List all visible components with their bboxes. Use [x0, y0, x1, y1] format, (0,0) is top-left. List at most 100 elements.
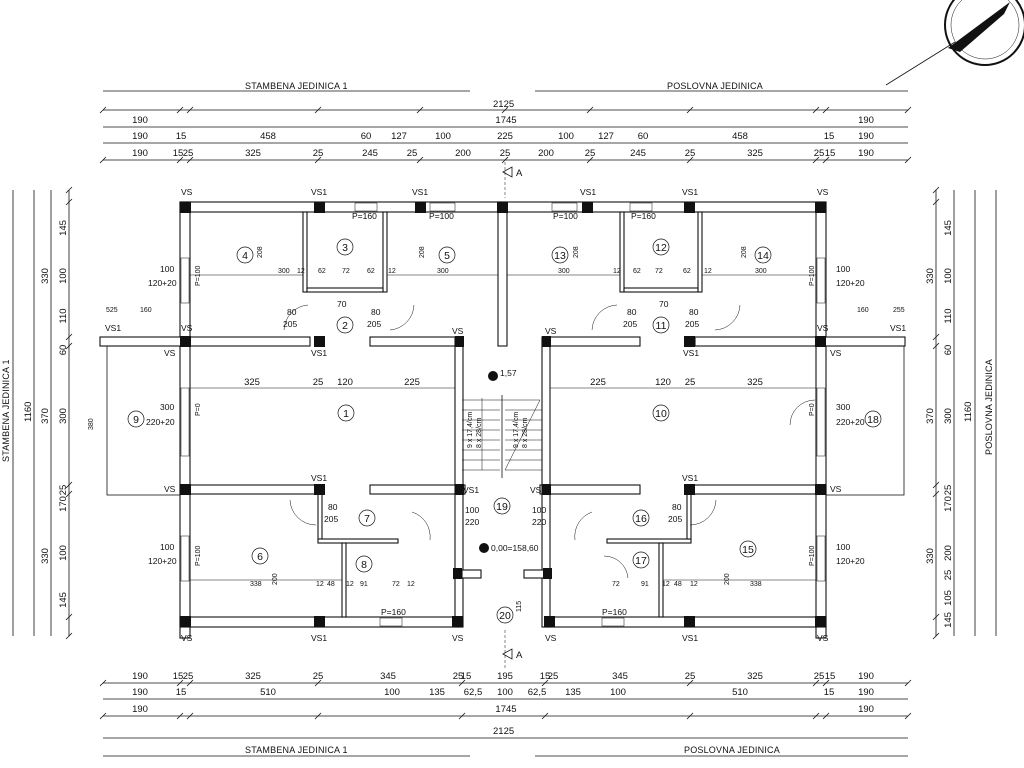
dimension-value: 345 [380, 671, 396, 682]
parapet-label: P=100 [429, 211, 454, 221]
room-width: 338 [250, 581, 262, 588]
dimension-tick [65, 632, 73, 640]
dimension-value: 15 [825, 148, 836, 159]
dimension-tick [314, 679, 322, 687]
room-number: 4 [242, 250, 248, 262]
dimension-value: 15 [824, 131, 835, 142]
room-width: 338 [750, 581, 762, 588]
dimension-value: 458 [732, 131, 748, 142]
dimension-tick [932, 613, 940, 621]
vs-tag: VS [164, 348, 176, 358]
door-height: 205 [283, 319, 297, 329]
dimension-value: 62,5 [464, 687, 483, 698]
dimension-value: 325 [245, 671, 261, 682]
dimension-value: 345 [612, 671, 628, 682]
room-number: 1 [343, 408, 349, 420]
parapet-label: P=160 [631, 211, 656, 221]
vs-tag: VS [545, 633, 557, 643]
room-number-circle [754, 246, 772, 264]
dimension-tick [932, 481, 940, 489]
small-dim: 12 [613, 268, 621, 275]
dimension-value: 370 [40, 408, 51, 424]
vs1-tag: VS1 [682, 187, 698, 197]
dimension-value: 62,5 [528, 687, 547, 698]
dimension-value: 510 [732, 687, 748, 698]
dimension-tick [65, 613, 73, 621]
dimension-tick [812, 712, 820, 720]
window-width: 100 [160, 542, 174, 552]
dimension-value: 25 [313, 377, 324, 388]
dimension-tick [99, 106, 107, 114]
vs-tag: VS [830, 348, 842, 358]
room-height: 200 [272, 573, 279, 585]
room-number-circle [127, 410, 145, 428]
dimension-tick [65, 490, 73, 498]
small-dim: 12 [346, 581, 354, 588]
dimension-value: 25 [453, 671, 464, 682]
dimension-tick [186, 679, 194, 687]
right-side-title: POSLOVNA JEDINICA [984, 359, 994, 455]
dimension-tick [176, 106, 184, 114]
vs1-tag: VS1 [463, 485, 479, 495]
vs1-tag: VS1 [105, 323, 121, 333]
dimension-value: 25 [500, 148, 511, 159]
dimension-value: 190 [132, 131, 148, 142]
vs-tag: VS [817, 323, 829, 333]
stair-left-label2: 8 x 28/cm [476, 417, 483, 448]
dimension-value: 100 [384, 687, 400, 698]
door-height: 220 [465, 517, 479, 527]
dimension-tick [416, 106, 424, 114]
small-dim: 62 [683, 268, 691, 275]
room-height: 208 [257, 246, 264, 258]
dimension-tick [586, 156, 594, 164]
vs-tag: VS [181, 323, 193, 333]
dimension-value: 25 [685, 671, 696, 682]
room-number: 17 [635, 555, 647, 567]
dimension-tick [904, 156, 912, 164]
dimension-value: 330 [40, 548, 51, 564]
room-number-circle [652, 238, 670, 256]
small-dim: 525 [106, 307, 118, 314]
room-number: 18 [867, 414, 879, 426]
parapet-label: P=160 [381, 607, 406, 617]
room-height: 200 [724, 573, 731, 585]
dimension-tick [812, 156, 820, 164]
small-dim: 12 [297, 268, 305, 275]
dimension-value: 60 [58, 345, 69, 356]
dimension-value: 25 [548, 671, 559, 682]
window-height: 220+20 [836, 417, 865, 427]
dimension-value: 330 [40, 268, 51, 284]
dimension-value: 15 [176, 687, 187, 698]
vs1-tag: VS1 [311, 633, 327, 643]
room-number: 15 [742, 544, 754, 556]
door-width: 80 [689, 307, 699, 317]
dimension-tick [822, 156, 830, 164]
dimension-tick [416, 156, 424, 164]
vs-tag: VS [164, 484, 176, 494]
small-dim: 12 [662, 581, 670, 588]
small-dim: 12 [316, 581, 324, 588]
dimension-value: 190 [858, 131, 874, 142]
window-width: 300 [836, 402, 850, 412]
room-number-circle [336, 238, 354, 256]
dimension-value: 200 [455, 148, 471, 159]
bottom-left-title: STAMBENA JEDINICA 1 [245, 745, 348, 755]
dimension-tick [176, 156, 184, 164]
dimension-value: 225 [404, 377, 420, 388]
parapet-label: P=100 [553, 211, 578, 221]
dimension-value: 170 [943, 496, 954, 512]
north-arrow-icon [885, 0, 1024, 86]
door-swings [283, 304, 816, 579]
parapet-label: P=0 [195, 403, 202, 416]
room-number-circle [355, 555, 373, 573]
vs-tag: VS [181, 633, 193, 643]
dimension-value: 15 [173, 671, 184, 682]
dimension-value: 25 [58, 485, 69, 496]
small-dim: 160 [857, 307, 869, 314]
dimension-value: 190 [858, 115, 874, 126]
dimension-tick [812, 679, 820, 687]
stair-left-label: 9 x 17,4/cm [467, 412, 474, 448]
dimension-value: 25 [183, 148, 194, 159]
dimension-tick [541, 679, 549, 687]
